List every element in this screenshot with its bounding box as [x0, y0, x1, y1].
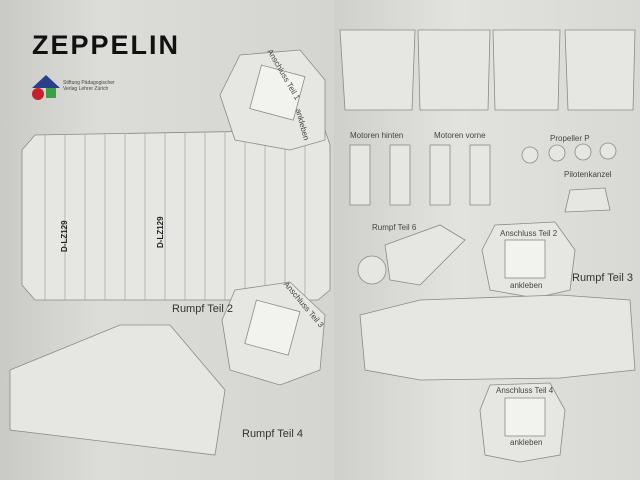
anschluss-teil-2-label: Anschluss Teil 2 [500, 229, 558, 238]
propeller-piece [574, 143, 592, 161]
rumpf-teil-6-label: Rumpf Teil 6 [372, 223, 417, 232]
rumpf-6-circle [357, 255, 387, 285]
tail-piece [417, 29, 491, 111]
tail-piece [339, 29, 416, 111]
anschluss-teil-4-label: Anschluss Teil 4 [496, 386, 554, 395]
logo-roof [32, 75, 60, 88]
rumpf-teil-4-shape [9, 324, 226, 456]
rumpf-teil-6-shape [384, 224, 466, 286]
motoren-hinten-label: Motoren hinten [350, 131, 404, 140]
page-title: ZEPPELIN [32, 30, 181, 60]
motor-piece [429, 144, 451, 206]
pilotenkanzel-piece [564, 187, 611, 213]
registration-label: D-LZ129 [156, 216, 165, 248]
rumpf-teil-4-label: Rumpf Teil 4 [242, 428, 303, 440]
logo-circle [32, 88, 44, 100]
motor-piece [469, 144, 491, 206]
rumpf-teil-3-label: Rumpf Teil 3 [572, 272, 633, 284]
logo-text: Stiftung Pädagogischer Verlag Lehrer Zür… [63, 80, 115, 92]
registration-label: D-LZ129 [60, 220, 69, 252]
propeller-piece [599, 142, 617, 160]
tail-piece [564, 29, 636, 111]
propeller-label: Propeller P [550, 134, 590, 143]
motoren-vorne-label: Motoren vorne [434, 131, 486, 140]
tail-piece [492, 29, 561, 111]
propeller-piece [548, 144, 566, 162]
ankleben-label: ankleben [510, 438, 543, 447]
ankleben-label: ankleben [510, 281, 543, 290]
rumpf-teil-2-label: Rumpf Teil 2 [172, 303, 233, 315]
rumpf-teil-2-shape [21, 129, 331, 301]
propeller-piece [521, 146, 539, 164]
logo-square [46, 88, 56, 98]
motor-piece [349, 144, 371, 206]
pilotenkanzel-label: Pilotenkanzel [564, 170, 612, 179]
rumpf-teil-3-shape [359, 294, 636, 381]
motor-piece [389, 144, 411, 206]
